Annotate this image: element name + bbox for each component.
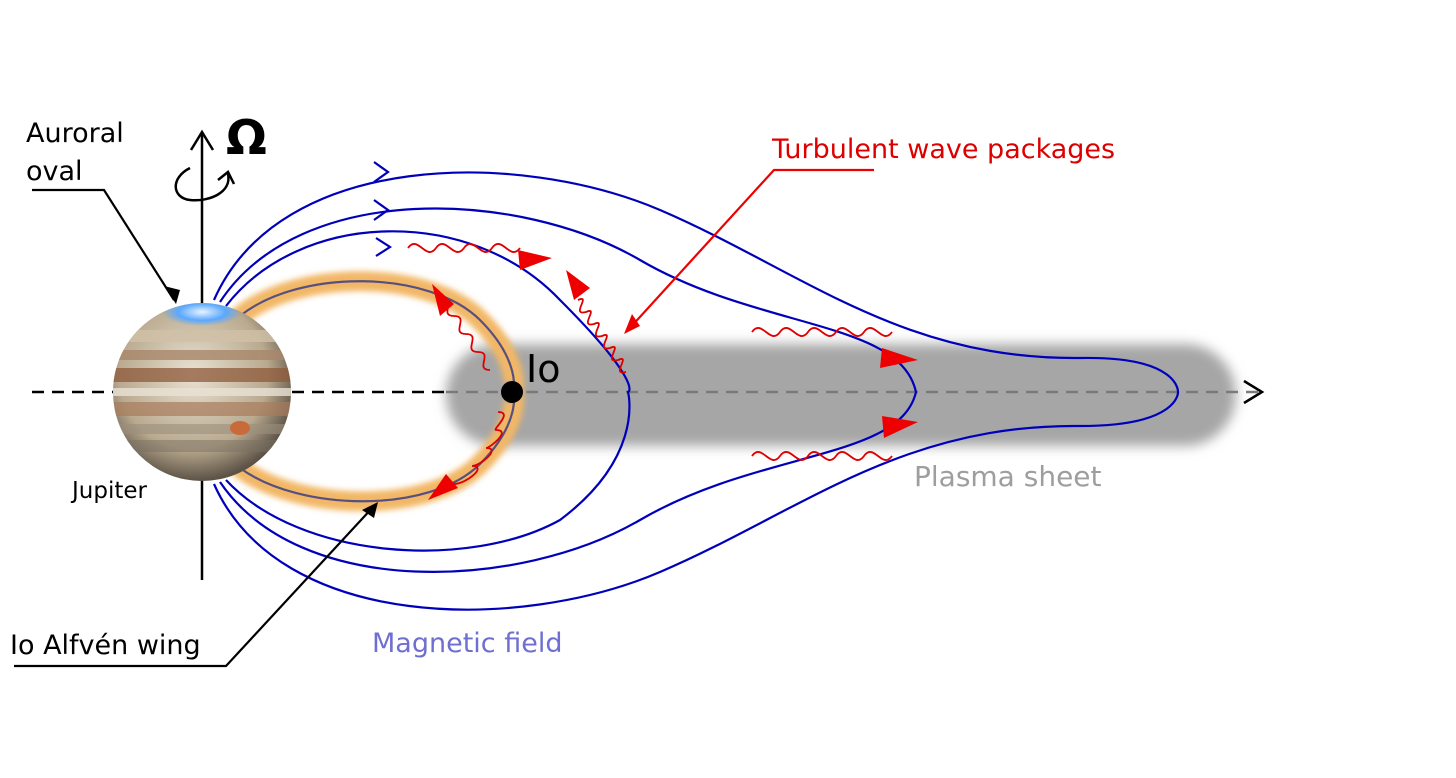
turbulent-leader-head (624, 314, 640, 334)
label-omega: Ω (226, 110, 267, 166)
plasma-sheet (446, 344, 1236, 446)
turbulent-waves (407, 243, 893, 485)
label-magnetic-field: Magnetic field (372, 628, 562, 659)
wave-2 (577, 298, 627, 374)
great-red-spot (230, 421, 250, 435)
wave-6 (751, 451, 893, 461)
turbulent-leader (627, 168, 874, 331)
field-line-4 (212, 171, 1180, 611)
equatorial-axis-arrowhead (1243, 379, 1265, 405)
rotation-axis-arrowhead (189, 129, 215, 151)
wave-arrowhead-1 (518, 250, 552, 270)
rotation-arrow (174, 166, 230, 202)
plasma-sheet-band (446, 344, 1236, 446)
label-auroral-line1: Auroral (26, 118, 124, 149)
wave-5 (751, 327, 893, 337)
field-line-2 (225, 230, 631, 552)
wave-4 (453, 411, 505, 485)
io-moon (501, 381, 523, 403)
field-direction-arrow-1 (373, 161, 390, 183)
wave-arrowhead-5 (880, 348, 918, 368)
wave-arrowhead-3 (432, 284, 454, 316)
wave-arrowhead-4 (428, 474, 458, 500)
wave-arrowheads (428, 250, 918, 500)
label-plasma-sheet: Plasma sheet (914, 460, 1102, 493)
label-auroral-line2: oval (26, 156, 83, 187)
wave-3 (441, 297, 491, 371)
label-io: Io (526, 347, 560, 391)
label-alfven-wing: Io Alfvén wing (10, 630, 201, 661)
label-turbulent-waves: Turbulent wave packages (771, 134, 1115, 165)
wave-arrowhead-6 (882, 416, 918, 438)
field-direction-arrow-2 (373, 199, 390, 221)
leader-lines (14, 168, 874, 668)
auroral-oval-leader-head (164, 286, 180, 304)
wave-1 (407, 243, 521, 253)
label-jupiter: Jupiter (70, 478, 148, 504)
magnetic-field-lines (212, 161, 1180, 611)
auroral-oval-leader (32, 188, 175, 301)
alfven-wing-leader-head (362, 502, 378, 518)
rotation-arrow-head (217, 170, 236, 185)
field-line-3 (219, 207, 918, 573)
jupiter-planet (113, 303, 291, 481)
wave-arrowhead-2 (566, 270, 590, 300)
field-direction-arrow-3 (375, 237, 393, 257)
alfven-wing-leader (14, 505, 375, 668)
